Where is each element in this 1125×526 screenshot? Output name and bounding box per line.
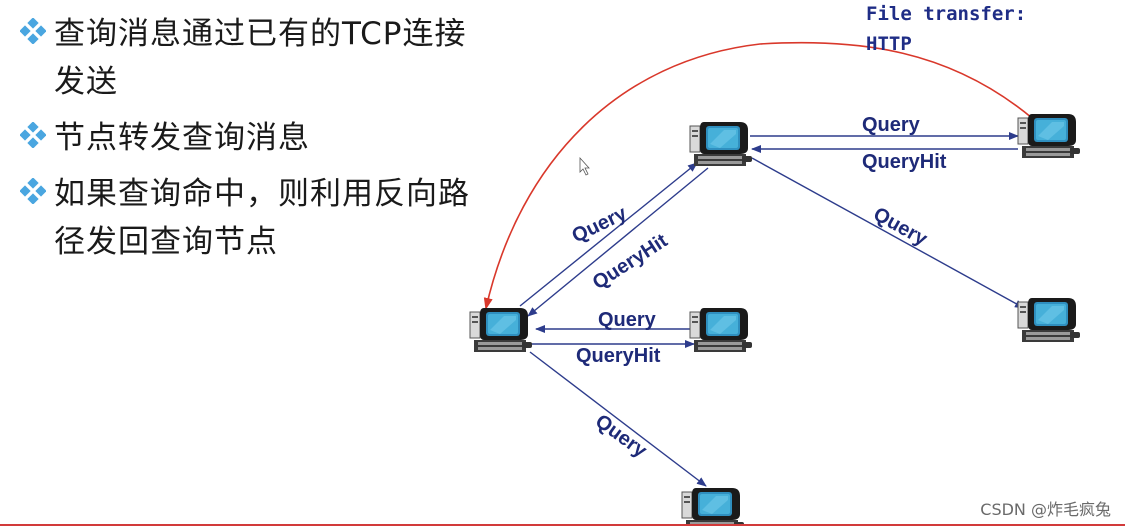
bottom-divider bbox=[0, 524, 1125, 526]
computer-icon bbox=[1017, 297, 1081, 343]
edge-label-query: Query bbox=[591, 410, 651, 462]
file-transfer-label: File transfer: bbox=[866, 3, 1026, 25]
bullet-item: 节点转发查询消息 bbox=[18, 114, 488, 162]
edge-label-queryhit: QueryHit bbox=[576, 345, 661, 367]
query-arrow bbox=[751, 157, 1025, 309]
diamond-bullet-icon bbox=[20, 122, 46, 148]
edge-label-query: Query bbox=[862, 114, 921, 136]
diamond-bullet-icon bbox=[20, 178, 46, 204]
bullet-text: 查询消息通过已有的TCP连接发送 bbox=[54, 16, 467, 100]
mouse-cursor-icon bbox=[579, 156, 590, 176]
bullet-item: 查询消息通过已有的TCP连接发送 bbox=[18, 10, 488, 106]
http-label: HTTP bbox=[866, 33, 912, 55]
edge-label-queryhit: QueryHit bbox=[862, 151, 947, 173]
bullet-text: 如果查询命中，则利用反向路径发回查询节点 bbox=[54, 176, 470, 260]
edge-label-query: Query bbox=[598, 309, 657, 331]
diamond-bullet-icon bbox=[20, 18, 46, 44]
computer-icon bbox=[1017, 113, 1081, 159]
computer-icon bbox=[469, 307, 533, 353]
computer-icon bbox=[689, 307, 753, 353]
queryhit-arrow bbox=[527, 167, 709, 317]
computer-icon bbox=[689, 121, 753, 167]
bullet-list: 查询消息通过已有的TCP连接发送 节点转发查询消息 如果查询命中，则利用反向路径… bbox=[18, 10, 488, 274]
bullet-item: 如果查询命中，则利用反向路径发回查询节点 bbox=[18, 170, 488, 266]
edge-label-query: Query bbox=[870, 203, 932, 251]
edge-label-query: Query bbox=[569, 202, 631, 247]
query-arrow bbox=[519, 162, 698, 307]
edge-label-queryhit: QueryHit bbox=[589, 230, 672, 295]
computer-icon bbox=[681, 487, 745, 526]
watermark: CSDN @炸毛疯兔 bbox=[980, 500, 1111, 519]
http-file-transfer-arrow bbox=[483, 41, 1033, 310]
query-arrow bbox=[529, 351, 707, 487]
bullet-text: 节点转发查询消息 bbox=[54, 120, 310, 156]
